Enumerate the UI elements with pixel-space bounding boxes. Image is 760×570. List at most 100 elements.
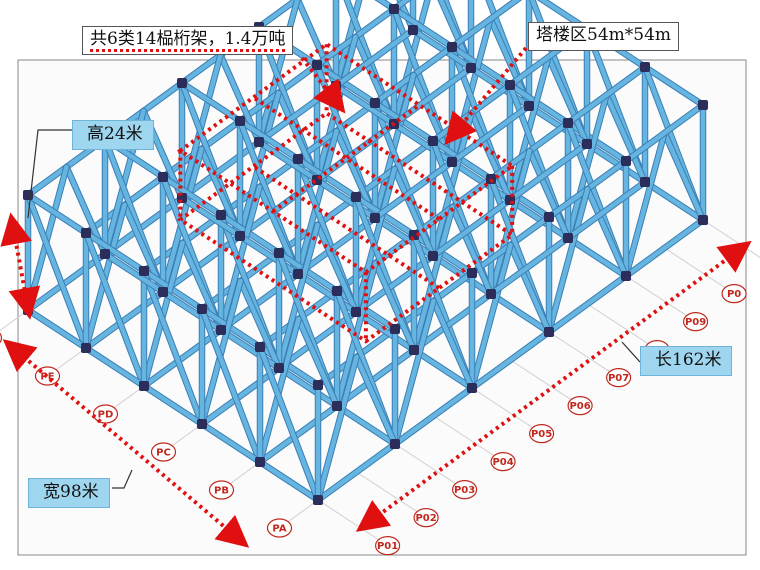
joint-node — [582, 139, 592, 149]
length-axis-bubble: P09 — [682, 312, 709, 332]
truss-summary-text: 共6类14榀桁架，1.4万吨 — [90, 29, 286, 52]
joint-node — [158, 287, 168, 297]
length-axis-label: P07 — [608, 373, 629, 384]
joint-node — [390, 324, 400, 334]
joint-node — [332, 286, 342, 296]
joint-node — [235, 231, 245, 241]
length-axis-bubble: P02 — [413, 507, 439, 528]
axis-bubble-ring — [266, 518, 293, 538]
joint-node — [216, 210, 226, 220]
axis-bubble-ring — [375, 535, 401, 556]
joint-node — [177, 78, 187, 88]
joint-node — [81, 343, 91, 353]
joint-node — [255, 342, 265, 352]
length-text: 长162米 — [655, 350, 722, 370]
joint-node — [23, 305, 33, 315]
width-leader-line — [112, 469, 133, 489]
width-axis-label: PC — [156, 448, 171, 459]
joint-node — [81, 228, 91, 238]
joint-node — [447, 42, 457, 52]
joint-node — [293, 269, 303, 279]
diagonal-member — [546, 54, 590, 147]
joint-node — [428, 136, 438, 146]
joint-node — [274, 363, 284, 373]
length-axis-label: P04 — [492, 457, 513, 468]
width-axis-bubble: PA — [266, 518, 293, 538]
tower-callout-arrow — [444, 46, 528, 146]
joint-node — [389, 4, 399, 14]
joint-node — [139, 381, 149, 391]
joint-node — [544, 212, 554, 222]
chord-member — [538, 0, 706, 108]
length-axis-bubble: P07 — [605, 368, 632, 388]
truss-summary-callout: 共6类14榀桁架，1.4万吨 — [82, 26, 294, 55]
joint-node — [544, 327, 554, 337]
chord-member — [83, 65, 474, 351]
joint-node — [313, 380, 323, 390]
diagonal-member — [257, 344, 321, 503]
length-axis-bubble: P05 — [528, 424, 555, 444]
diagonal-member — [296, 316, 340, 409]
grid-line-length — [317, 499, 389, 547]
joint-node — [351, 307, 361, 317]
width-axis-bubble: PE — [34, 366, 61, 386]
joint-node — [621, 271, 631, 281]
joint-node — [370, 213, 380, 223]
tower-zone-text: 塔楼区54m*54m — [536, 25, 672, 45]
joint-node — [293, 154, 303, 164]
joint-node — [563, 233, 573, 243]
dimension-arrows — [0, 46, 752, 548]
length-axis-label: P02 — [415, 513, 436, 524]
joint-node — [216, 325, 226, 335]
diagonal-member — [604, 92, 648, 185]
joint-node — [640, 62, 650, 72]
length-axis-label: P01 — [377, 541, 398, 552]
length-axis-bubble: P06 — [567, 396, 593, 416]
joint-node — [313, 495, 323, 505]
joint-node — [505, 80, 515, 90]
joint-node — [408, 25, 418, 35]
joint-node — [235, 116, 245, 126]
length-axis-bubble: P01 — [375, 535, 401, 556]
joint-node — [621, 156, 631, 166]
height-leader-line — [27, 129, 72, 219]
width-axis-label: PE — [40, 372, 54, 383]
tower-zone-callout: 塔楼区54m*54m — [528, 22, 680, 51]
diagonal-member — [469, 110, 513, 203]
width-axis-bubble: PF — [0, 332, 3, 344]
length-leader-line — [621, 341, 641, 363]
joint-node — [524, 101, 534, 111]
joint-node — [698, 215, 708, 225]
width-axis-label: PB — [214, 486, 229, 497]
joint-node — [486, 289, 496, 299]
joint-node — [467, 268, 477, 278]
joint-node — [447, 157, 457, 167]
joint-node — [254, 137, 264, 147]
joint-node — [370, 98, 380, 108]
length-axis-label: P06 — [569, 401, 590, 412]
joint-node — [466, 63, 476, 73]
tower-zone-divider — [252, 95, 441, 221]
width-axis-bubble: PC — [150, 442, 177, 462]
width-axis-bubble: PD — [92, 404, 119, 424]
joint-node — [428, 251, 438, 261]
joint-node — [197, 304, 207, 314]
joint-node — [139, 266, 149, 276]
width-label: 宽98米 — [28, 478, 110, 508]
axis-bubble-ring — [0, 332, 3, 344]
joint-node — [197, 419, 207, 429]
joint-node — [332, 401, 342, 411]
length-axis-label: P03 — [454, 485, 475, 496]
joint-node — [351, 192, 361, 202]
joint-node — [255, 457, 265, 467]
joint-node — [312, 60, 322, 70]
diagonal-member — [238, 278, 282, 371]
joint-node — [274, 248, 284, 258]
chord-member — [410, 27, 706, 223]
joint-node — [698, 100, 708, 110]
height-label: 高24米 — [72, 120, 154, 150]
width-axis-label: PA — [272, 524, 286, 535]
diagonal-member — [315, 354, 359, 503]
joint-node — [640, 177, 650, 187]
